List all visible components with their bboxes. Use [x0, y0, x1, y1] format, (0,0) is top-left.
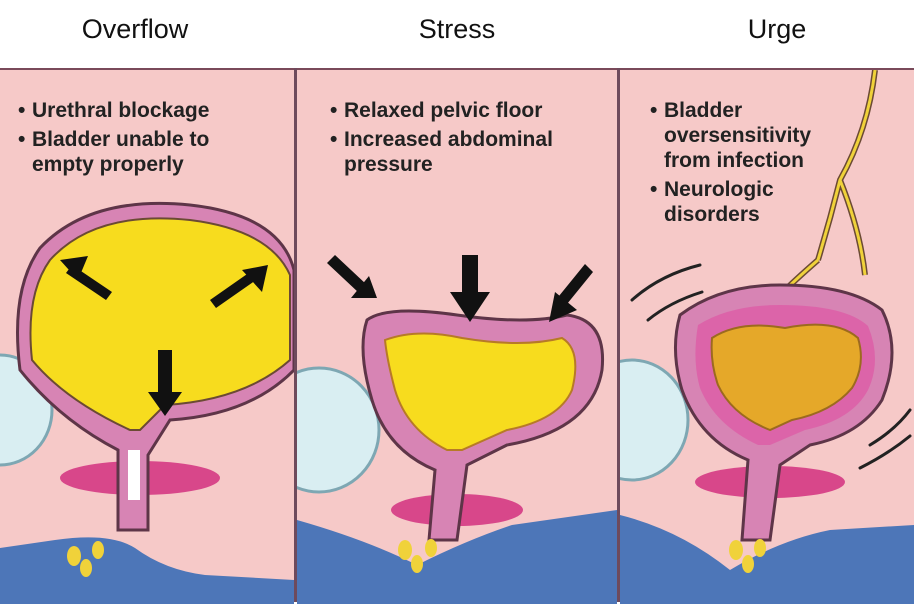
- urge-panel: Bladder oversensitivity from infection N…: [620, 68, 914, 604]
- stress-bullet-list: Relaxed pelvic floor Increased abdominal…: [330, 98, 600, 181]
- panel-divider-1: [294, 68, 297, 602]
- urge-cause-oversensitivity: Bladder oversensitivity from infection: [650, 98, 840, 173]
- urge-bladder-illustration: [620, 70, 914, 604]
- stress-cause-pelvic-floor: Relaxed pelvic floor: [330, 98, 600, 123]
- stress-title: Stress: [418, 14, 496, 44]
- stress-cause-abdominal-pressure: Increased abdominal pressure: [330, 127, 600, 177]
- stress-bladder-illustration: [297, 255, 617, 604]
- overflow-title: Overflow: [81, 14, 189, 44]
- urge-title: Urge: [747, 14, 807, 44]
- overflow-cause-unable-empty: Bladder unable to empty properly: [18, 127, 258, 177]
- overflow-cause-blockage: Urethral blockage: [18, 98, 258, 123]
- urge-cause-neurologic: Neurologic disorders: [650, 177, 840, 227]
- overflow-panel: Urethral blockage Bladder unable to empt…: [0, 68, 294, 604]
- overflow-bladder-illustration: [0, 201, 294, 604]
- urge-bullet-list: Bladder oversensitivity from infection N…: [650, 98, 840, 231]
- stress-panel: Relaxed pelvic floor Increased abdominal…: [297, 68, 617, 604]
- overflow-bullet-list: Urethral blockage Bladder unable to empt…: [18, 98, 258, 181]
- panel-divider-2: [617, 68, 620, 602]
